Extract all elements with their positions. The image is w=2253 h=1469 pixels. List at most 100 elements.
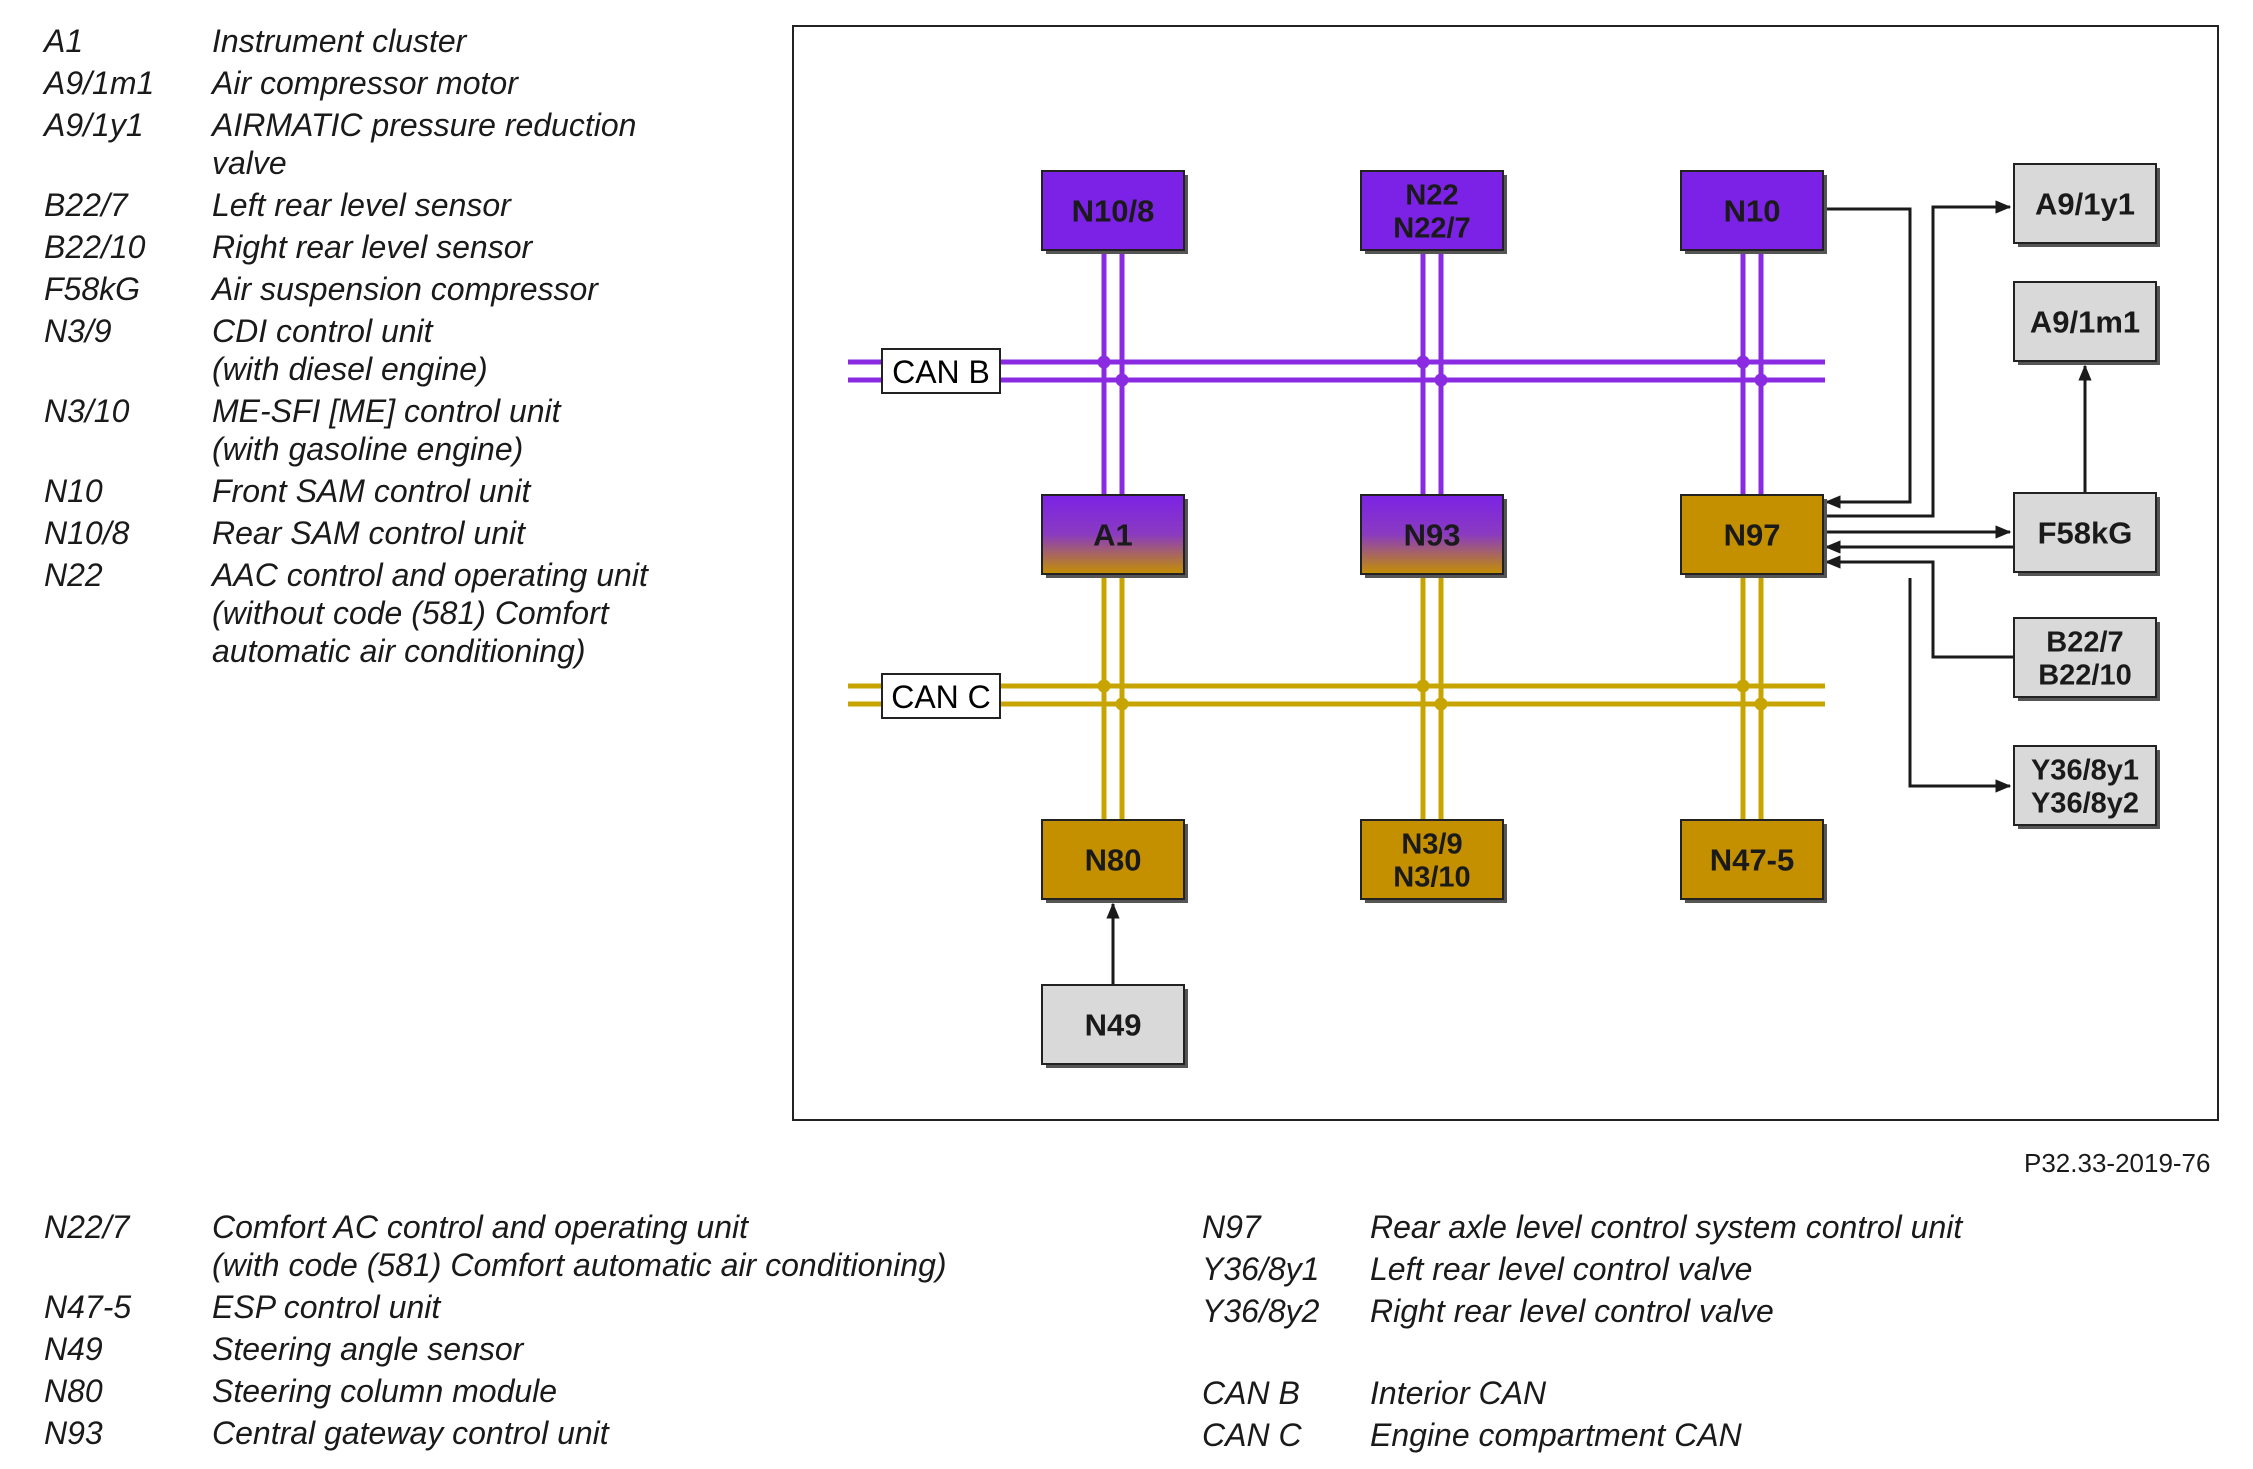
- box-label: Y36/8y2: [2031, 787, 2139, 819]
- box-label: A9/1y1: [2035, 187, 2135, 222]
- box-label: B22/7: [2046, 626, 2123, 658]
- legend-description: (with code (581) Comfort automatic air c…: [212, 1247, 947, 1283]
- box-n80: N80: [1041, 819, 1188, 903]
- box-label: N10/8: [1072, 194, 1155, 229]
- box-body: [2013, 617, 2157, 698]
- svg-text:CAN B: CAN B: [892, 354, 990, 390]
- legend-description: (without code (581) Comfort: [212, 595, 609, 631]
- box-label: B22/10: [2038, 659, 2132, 691]
- bus-junction: [1416, 355, 1430, 369]
- bus-junction: [1434, 697, 1448, 711]
- legend-bottom-right: N97 Rear axle level control system contro…: [1202, 1206, 2252, 1466]
- legend-code: B22/7: [44, 187, 128, 223]
- box-label: F58kG: [2038, 516, 2133, 551]
- box-body: [2013, 492, 2157, 573]
- arrow-b22-to-n97: [1824, 555, 2014, 659]
- legend-code: Y36/8y2: [1202, 1293, 1320, 1329]
- bus-junction: [1115, 697, 1129, 711]
- legend-description: Interior CAN: [1370, 1375, 1547, 1411]
- box-f58kg: F58kG: [2013, 492, 2160, 576]
- legend-description: (with gasoline engine): [212, 431, 524, 467]
- legend-description: Air suspension compressor: [212, 271, 598, 307]
- arrow-n97-to-a9-1y1: [1822, 200, 2012, 518]
- box-body: [1680, 819, 1824, 900]
- box-label: N3/9: [1401, 828, 1462, 860]
- box-label: N49: [1085, 1008, 1142, 1043]
- legend-code: N97: [1202, 1209, 1261, 1245]
- box-label: N80: [1085, 843, 1142, 878]
- legend-description: (with diesel engine): [212, 351, 488, 387]
- legend-code: F58kG: [44, 271, 141, 307]
- box-n49: N49: [1041, 984, 1188, 1068]
- legend-description: CDI control unit: [212, 313, 433, 349]
- bus-junction: [1097, 355, 1111, 369]
- box-body: [1041, 984, 1185, 1065]
- box-a1: A1: [1041, 494, 1188, 578]
- legend-description: Left rear level control valve: [1370, 1251, 1753, 1287]
- legend-code: N10: [44, 473, 103, 509]
- legend-code: N3/10: [44, 393, 130, 429]
- box-label: N22/7: [1393, 212, 1470, 244]
- legend-description: AIRMATIC pressure reduction: [212, 107, 637, 143]
- box-body: [2013, 745, 2157, 826]
- legend-code: N22: [44, 557, 103, 593]
- box-label: N10: [1724, 194, 1781, 229]
- box-body: [2013, 281, 2157, 362]
- box-n10: N10: [1680, 170, 1827, 254]
- box-n10-8: N10/8: [1041, 170, 1188, 254]
- arrow-n10-to-n97: [1822, 207, 1912, 509]
- box-body: [1360, 494, 1504, 575]
- legend-code: CAN C: [1202, 1417, 1302, 1453]
- legend-code: A9/1m1: [44, 65, 155, 101]
- bus-junction: [1434, 373, 1448, 387]
- box-n3: N3/9N3/10: [1360, 819, 1507, 903]
- legend-code: A1: [44, 23, 84, 59]
- box-body: [1360, 819, 1504, 900]
- legend-description: Left rear level sensor: [212, 187, 511, 223]
- bus-junction: [1736, 679, 1750, 693]
- legend-code: A9/1y1: [44, 107, 144, 143]
- box-label: N3/10: [1393, 861, 1470, 893]
- box-label: A1: [1093, 518, 1133, 553]
- svg-text:CAN C: CAN C: [891, 679, 991, 715]
- legend-description: Rear axle level control system control u…: [1370, 1209, 1963, 1245]
- box-a9-1m1: A9/1m1: [2013, 281, 2160, 365]
- legend-code: N93: [44, 1415, 103, 1451]
- box-n93: N93: [1360, 494, 1507, 578]
- legend-code: B22/10: [44, 229, 146, 265]
- box-body: [1680, 494, 1824, 575]
- box-label: N47-5: [1710, 843, 1794, 878]
- box-body: [1680, 170, 1824, 251]
- box-label: A9/1m1: [2030, 305, 2140, 340]
- legend-description: Central gateway control unit: [212, 1415, 609, 1451]
- legend-description: Engine compartment CAN: [1370, 1417, 1742, 1453]
- legend-code: N47-5: [44, 1289, 132, 1325]
- figure-reference: P32.33-2019-76: [2024, 1148, 2211, 1178]
- legend-description: ME-SFI [ME] control unit: [212, 393, 561, 429]
- legend-description: valve: [212, 145, 287, 181]
- box-body: [1360, 170, 1504, 251]
- legend-description: Comfort AC control and operating unit: [212, 1209, 748, 1245]
- bus-junction: [1097, 679, 1111, 693]
- box-a9-1y1: A9/1y1: [2013, 163, 2160, 247]
- bus-junction: [1754, 373, 1768, 387]
- bus-junction: [1416, 679, 1430, 693]
- bus-junction: [1754, 697, 1768, 711]
- box-n97: N97: [1680, 494, 1827, 578]
- box-n47: N47-5: [1680, 819, 1827, 903]
- legend-code: CAN B: [1202, 1375, 1300, 1411]
- legend-code: N3/9: [44, 313, 112, 349]
- legend-description: Right rear level sensor: [212, 229, 533, 265]
- box-label: Y36/8y1: [2031, 754, 2139, 786]
- legend-description: automatic air conditioning): [212, 633, 586, 669]
- box-body: [1041, 494, 1185, 575]
- box-body: [1041, 170, 1185, 251]
- legend-description: Air compressor motor: [212, 65, 518, 101]
- can-c-label: CAN C: [881, 673, 1001, 719]
- box-body: [2013, 163, 2157, 244]
